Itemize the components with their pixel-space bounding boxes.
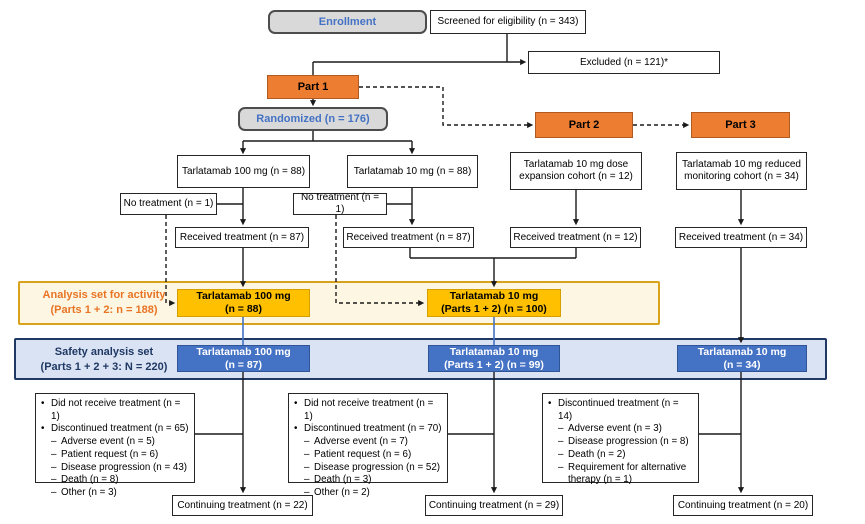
randomized-box: Randomized (n = 176) xyxy=(238,107,388,131)
part3-label: Part 3 xyxy=(725,119,756,131)
safety-100mg-line1: Tarlatamab 100 mg xyxy=(196,345,291,358)
dashed-connectors xyxy=(165,86,690,307)
outcomes-100mg-box: •Did not receive treatment (n = 1)•Disco… xyxy=(35,393,195,498)
received-10mg-box: Received treatment (n = 87) xyxy=(343,227,474,248)
safety-10mg-line2: (Parts 1 + 2) (n = 99) xyxy=(444,358,544,371)
arm-100mg-box: Tarlatamab 100 mg (n = 88) xyxy=(177,155,310,188)
screened-box: Screened for eligibility (n = 343) xyxy=(430,10,586,34)
activity-100mg-line1: Tarlatamab 100 mg xyxy=(196,290,291,303)
solid-connectors xyxy=(195,33,745,494)
blue-connectors xyxy=(242,316,495,345)
received-10mg-label: Received treatment (n = 87) xyxy=(346,231,471,243)
randomized-label: Randomized (n = 176) xyxy=(256,113,370,125)
outcome-item: •Discontinued treatment (n = 70) xyxy=(294,423,442,435)
activity-100mg-box: Tarlatamab 100 mg (n = 88) xyxy=(177,289,310,317)
arm-reduced-label: Tarlatamab 10 mg reduced monitoring coho… xyxy=(682,159,801,182)
outcome-item: •Did not receive treatment (n = 1) xyxy=(294,398,434,422)
received-expansion-label: Received treatment (n = 12) xyxy=(513,231,638,243)
outcome-item: –Other (n = 2) xyxy=(304,487,370,499)
no-treatment-100mg-label: No treatment (n = 1) xyxy=(123,198,214,210)
continuing-reduced-box: Continuing treatment (n = 20) xyxy=(673,495,813,516)
part2-box: Part 2 xyxy=(535,112,633,138)
activity-10mg-line2: (Parts 1 + 2) (n = 100) xyxy=(441,303,547,315)
excluded-box: Excluded (n = 121)* xyxy=(528,51,720,74)
activity-band-label-line2: (Parts 1 + 2: n = 188) xyxy=(50,304,158,316)
arm-10mg-box: Tarlatamab 10 mg (n = 88) xyxy=(347,155,478,188)
safety-band-label-line2: (Parts 1 + 2 + 3: N = 220) xyxy=(40,361,168,373)
no-treatment-100mg-box: No treatment (n = 1) xyxy=(120,193,217,215)
safety-100mg-box: Tarlatamab 100 mg (n = 87) xyxy=(177,345,310,372)
no-treatment-10mg-box: No treatment (n = 1) xyxy=(293,192,387,215)
safety-reduced-line1: Tarlatamab 10 mg xyxy=(697,345,787,358)
outcome-item: –Disease progression (n = 52) xyxy=(304,461,441,473)
safety-10mg-box: Tarlatamab 10 mg (Parts 1 + 2) (n = 99) xyxy=(428,345,560,372)
activity-100mg-line2: (n = 88) xyxy=(224,303,263,315)
received-100mg-label: Received treatment (n = 87) xyxy=(179,231,305,243)
received-reduced-label: Received treatment (n = 34) xyxy=(678,231,804,243)
safety-10mg-line1: Tarlatamab 10 mg xyxy=(449,345,539,358)
activity-band-label: Analysis set for activity (Parts 1 + 2: … xyxy=(25,287,183,319)
outcome-item: –Patient request (n = 6) xyxy=(304,448,412,460)
part1-box: Part 1 xyxy=(267,75,359,99)
received-expansion-box: Received treatment (n = 12) xyxy=(510,227,641,248)
outcome-item: –Death (n = 8) xyxy=(51,474,119,486)
part3-box: Part 3 xyxy=(691,112,790,138)
received-100mg-box: Received treatment (n = 87) xyxy=(175,227,309,248)
no-treatment-10mg-label: No treatment (n = 1) xyxy=(300,192,380,215)
arm-reduced-monitoring-box: Tarlatamab 10 mg reduced monitoring coho… xyxy=(676,152,807,190)
outcome-item: •Discontinued treatment (n = 65) xyxy=(41,423,189,435)
continuing-100mg-box: Continuing treatment (n = 22) xyxy=(172,495,313,516)
outcome-item: –Adverse event (n = 7) xyxy=(304,436,408,448)
outcome-item: –Requirement for alternative therapy (n … xyxy=(558,461,687,486)
arm-10mg-label: Tarlatamab 10 mg (n = 88) xyxy=(353,165,472,177)
excluded-label: Excluded (n = 121)* xyxy=(579,56,669,68)
continuing-10mg-label: Continuing treatment (n = 29) xyxy=(428,499,560,511)
arm-100mg-label: Tarlatamab 100 mg (n = 88) xyxy=(181,165,306,177)
outcome-item: –Adverse event (n = 5) xyxy=(51,436,155,448)
outcomes-reduced-box: •Discontinued treatment (n = 14)–Adverse… xyxy=(542,393,699,485)
activity-10mg-box: Tarlatamab 10 mg (Parts 1 + 2) (n = 100) xyxy=(427,289,561,317)
arm-expansion-cohort-box: Tarlatamab 10 mg dose expansion cohort (… xyxy=(510,152,642,190)
continuing-10mg-box: Continuing treatment (n = 29) xyxy=(425,495,563,516)
outcome-item: –Death (n = 3) xyxy=(304,474,372,486)
received-reduced-box: Received treatment (n = 34) xyxy=(675,227,807,248)
enrollment-box: Enrollment xyxy=(268,10,427,34)
outcome-item: –Adverse event (n = 3) xyxy=(558,423,662,435)
safety-reduced-line2: (n = 34) xyxy=(723,358,761,371)
continuing-100mg-label: Continuing treatment (n = 22) xyxy=(177,499,308,511)
outcomes-10mg-box: •Did not receive treatment (n = 1)•Disco… xyxy=(288,393,448,498)
outcome-item: –Disease progression (n = 43) xyxy=(51,461,188,473)
outcome-item: •Discontinued treatment (n = 14) xyxy=(548,398,679,422)
part2-label: Part 2 xyxy=(568,119,600,131)
outcome-item: –Patient request (n = 6) xyxy=(51,448,159,460)
activity-band-label-line1: Analysis set for activity xyxy=(42,289,166,302)
safety-reduced-box: Tarlatamab 10 mg (n = 34) xyxy=(677,345,807,372)
arm-expansion-label: Tarlatamab 10 mg dose expansion cohort (… xyxy=(519,159,633,182)
activity-10mg-line1: Tarlatamab 10 mg xyxy=(449,290,539,303)
outcome-item: •Did not receive treatment (n = 1) xyxy=(41,398,181,422)
continuing-reduced-label: Continuing treatment (n = 20) xyxy=(677,499,809,511)
part1-label: Part 1 xyxy=(297,81,329,93)
outcome-item: –Disease progression (n = 8) xyxy=(558,436,689,448)
safety-band-label: Safety analysis set (Parts 1 + 2 + 3: N … xyxy=(25,344,183,376)
screened-label: Screened for eligibility (n = 343) xyxy=(437,16,579,28)
safety-band-label-line1: Safety analysis set xyxy=(54,346,154,359)
enrollment-label: Enrollment xyxy=(318,16,377,28)
safety-100mg-line2: (n = 87) xyxy=(224,358,263,371)
outcome-item: –Other (n = 3) xyxy=(51,487,117,499)
outcome-item: –Death (n = 2) xyxy=(558,448,626,460)
